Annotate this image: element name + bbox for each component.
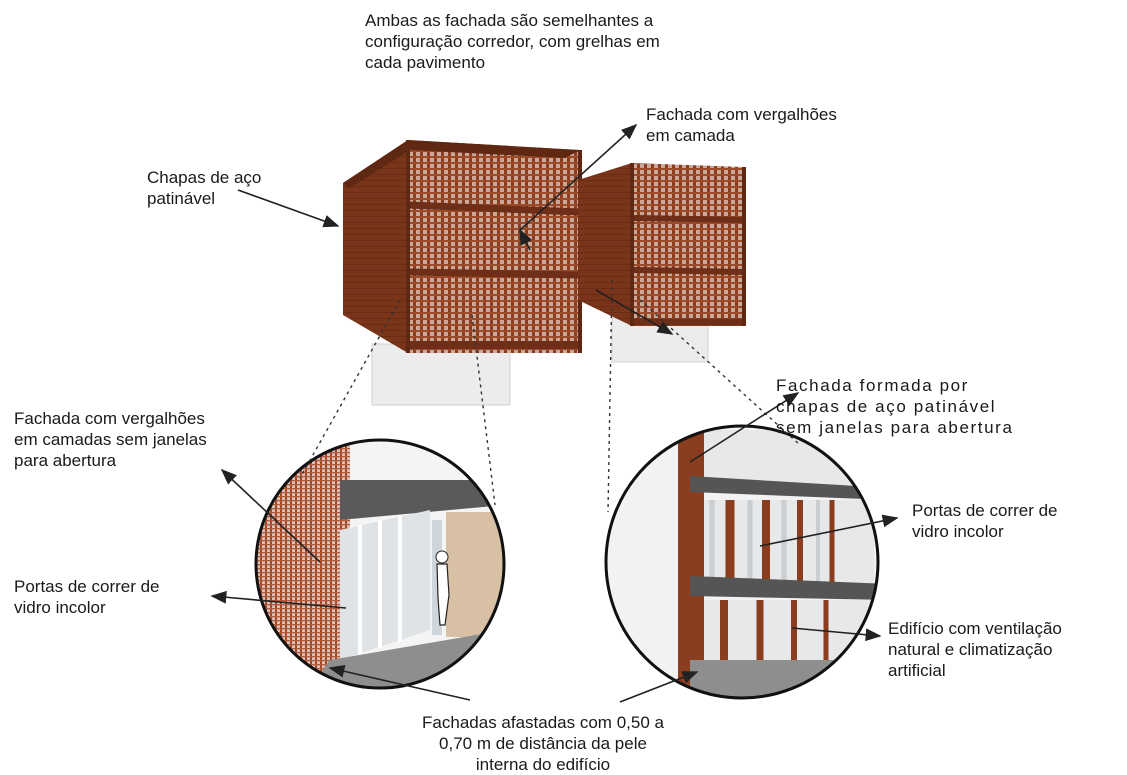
arrow-fachada-camadas	[220, 468, 321, 563]
label-edificio: Edifício com ventilação natural e climat…	[888, 619, 1062, 680]
arrow-afastadas-left	[328, 664, 471, 701]
top-note: Ambas as fachada são semelhantes a confi…	[365, 11, 660, 72]
label-chapas: Chapas de aço patinável	[147, 168, 262, 208]
label-fachada-vergalhoes: Fachada com vergalhões em camada	[646, 105, 837, 145]
arrow-fachada-formada	[689, 392, 800, 463]
arrow-afastadas-right	[619, 671, 699, 703]
arrow-portas-right	[759, 514, 899, 547]
building-large-front-facade	[408, 140, 580, 353]
label-fachada-formada: Fachada formada por chapas de aço patiná…	[776, 376, 1014, 437]
arrow-small-building	[595, 289, 674, 335]
label-portas-left: Portas de correr de vidro incolor	[14, 577, 160, 617]
detail-circle-right	[604, 424, 880, 700]
arrow-chapas	[237, 189, 340, 228]
detail-circle-left	[254, 438, 506, 690]
building-large	[343, 140, 582, 406]
building-large-base	[371, 343, 511, 406]
building-small-side-facade	[578, 163, 632, 326]
label-fachada-camadas: Fachada com vergalhões em camadas sem ja…	[14, 409, 207, 470]
arrow-vergalhoes-from-grid	[519, 228, 533, 251]
arrow-portas-left	[210, 590, 347, 609]
arrow-fachada-vergalhoes	[519, 123, 638, 231]
label-portas-right: Portas de correr de vidro incolor	[912, 501, 1058, 541]
leader-arrows	[210, 123, 899, 703]
building-small	[578, 163, 746, 363]
arrow-edificio	[791, 627, 882, 642]
building-large-side-facade	[343, 140, 408, 353]
building-large-frame-top	[343, 140, 580, 188]
label-fachadas-afastadas: Fachadas afastadas com 0,50 a 0,70 m de …	[422, 713, 664, 774]
building-small-front-facade	[632, 163, 744, 326]
